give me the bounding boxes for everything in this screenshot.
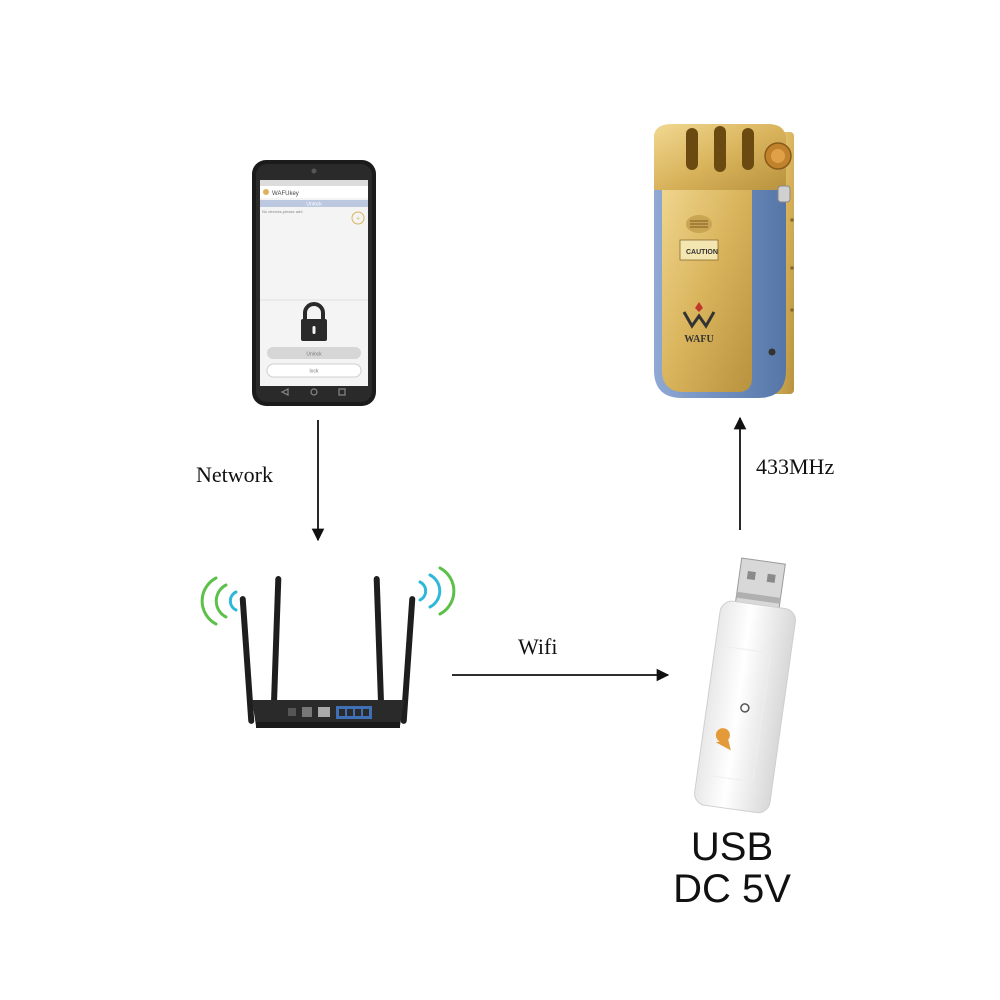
- keyhole-icon: [768, 348, 776, 356]
- lock-caution-text: CAUTION: [686, 249, 718, 256]
- unlock-button-label: Unlock: [306, 352, 322, 358]
- padlock-icon: [301, 302, 327, 341]
- wafu-logo-icon: [682, 302, 716, 329]
- svg-text:+: +: [356, 216, 360, 223]
- rf-433mhz-label: 433MHz: [756, 454, 835, 479]
- app-title: WAFUkey: [272, 191, 299, 197]
- wifi-waves-icon: [418, 566, 456, 616]
- lock-brand-text: WAFU: [684, 334, 713, 345]
- lock-speaker: [686, 215, 712, 233]
- phone-camera: [311, 168, 317, 174]
- wifi-label: Wifi: [518, 634, 558, 659]
- recycle-icon: [740, 703, 750, 713]
- smartphone: +: [252, 160, 376, 406]
- lock-button-label: lock: [310, 369, 319, 375]
- usb-label-line2: DC 5V: [673, 867, 791, 911]
- network-label: Network: [196, 462, 273, 487]
- wifi-router: [239, 576, 416, 728]
- no-devices-notice: No devices,please add: [262, 209, 302, 214]
- wifi-waves-icon: [200, 576, 238, 626]
- usb-label-line1: USB: [690, 825, 774, 869]
- unlock-button[interactable]: [267, 347, 361, 359]
- lock-button[interactable]: [266, 363, 362, 378]
- usb-power-label: USB DC 5V: [632, 826, 832, 910]
- unlock-tab[interactable]: [260, 200, 368, 207]
- tab-unlock-label: Unlock: [306, 202, 322, 208]
- add-device-icon[interactable]: [351, 211, 365, 225]
- phone-nav-bar: [280, 388, 346, 396]
- caution-sticker: [679, 239, 719, 261]
- dongle-sticker: [715, 728, 731, 751]
- smart-lock: [654, 124, 794, 398]
- app-logo-icon: [263, 189, 269, 195]
- usb-dongle: [694, 557, 796, 814]
